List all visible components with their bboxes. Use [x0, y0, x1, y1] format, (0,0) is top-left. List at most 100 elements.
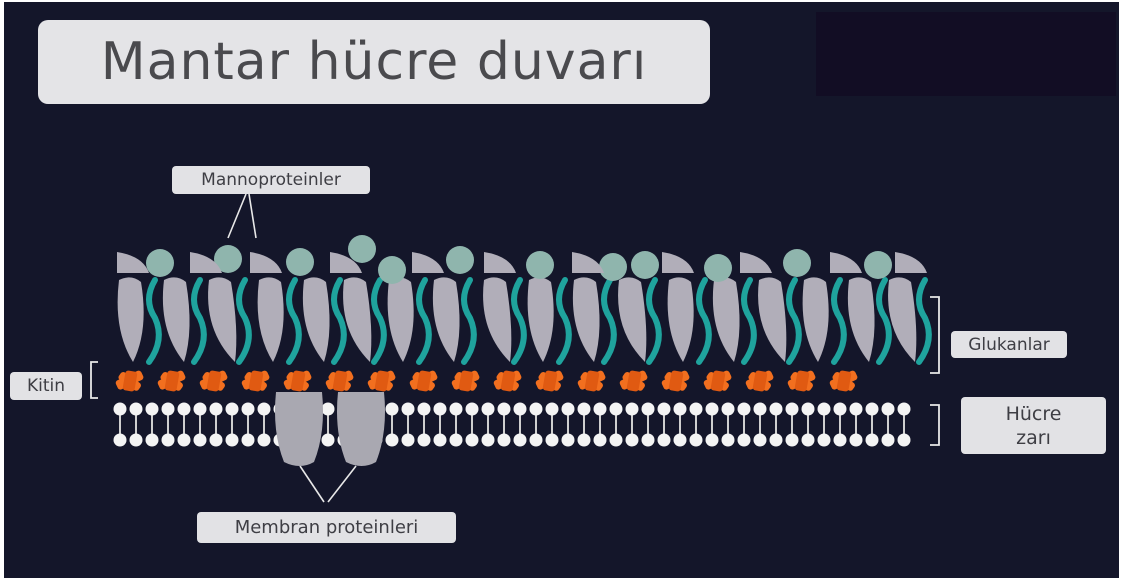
lipid-head — [434, 403, 447, 416]
lipid-head — [530, 403, 543, 416]
glucan-strand — [149, 280, 159, 362]
glucan-strand — [334, 280, 344, 362]
chitin-cluster — [829, 370, 859, 392]
lipid-head — [402, 403, 415, 416]
lipid-head — [578, 434, 591, 447]
lipid-head — [690, 434, 703, 447]
lipid-head — [770, 403, 783, 416]
lipid-head — [706, 434, 719, 447]
lipid-head — [386, 434, 399, 447]
chitin-cluster — [661, 370, 691, 392]
glucan-strand — [604, 280, 614, 362]
lipid-head — [498, 403, 511, 416]
lipid-head — [130, 434, 143, 447]
lipid-head — [594, 403, 607, 416]
membrane-proteins-label: Membran proteinleri — [197, 512, 456, 543]
mannoprotein-cap — [895, 252, 927, 273]
glucan-strand — [464, 280, 474, 362]
chitin-cluster — [199, 370, 229, 392]
glucan-strand — [194, 280, 204, 362]
lipid-head — [210, 403, 223, 416]
glucan-strand — [789, 280, 799, 362]
lipid-head — [850, 403, 863, 416]
glucan-leaf — [668, 277, 694, 362]
membrane-protein — [275, 392, 323, 466]
chitin-cluster — [535, 370, 565, 392]
lipid-head — [642, 434, 655, 447]
chitin-cluster — [451, 370, 481, 392]
lipid-head — [770, 434, 783, 447]
lipid-head — [866, 434, 879, 447]
mannoprotein-cap — [484, 252, 516, 273]
lipid-head — [114, 434, 127, 447]
lipid-head — [818, 434, 831, 447]
glucan-leaf — [388, 277, 414, 362]
glucan-leaf — [803, 277, 829, 362]
mannoprotein-cap — [662, 252, 694, 273]
lipid-head — [322, 403, 335, 416]
mannoprotein-sphere — [146, 249, 174, 277]
mannoprotein-sphere — [783, 249, 811, 277]
lipid-head — [898, 434, 911, 447]
lipid-head — [866, 403, 879, 416]
lipid-head — [882, 434, 895, 447]
glucan-strand — [514, 280, 524, 362]
lipid-head — [706, 403, 719, 416]
lipid-head — [146, 434, 159, 447]
chitin-cluster — [157, 370, 187, 392]
lipid-head — [594, 434, 607, 447]
cell-membrane-label-line1: Hücre — [1006, 402, 1062, 426]
glucans-label: Glukanlar — [951, 331, 1067, 358]
lipid-head — [754, 403, 767, 416]
lipid-head — [402, 434, 415, 447]
lipid-head — [738, 403, 751, 416]
lipid-head — [546, 434, 559, 447]
lipid-head — [466, 434, 479, 447]
lipid-head — [114, 403, 127, 416]
glucan-leaf — [758, 277, 786, 362]
lipid-head — [850, 434, 863, 447]
lipid-head — [210, 434, 223, 447]
glucan-strand — [559, 280, 569, 362]
chitin-bracket — [91, 362, 98, 398]
lipid-head — [498, 434, 511, 447]
mannoproteins-label: Mannoproteinler — [172, 166, 370, 194]
chitin-cluster — [787, 370, 817, 392]
lipid-head — [674, 434, 687, 447]
lipid-head — [738, 434, 751, 447]
lipid-head — [514, 434, 527, 447]
glucan-strand — [419, 280, 429, 362]
lipid-head — [786, 434, 799, 447]
lipid-head — [802, 434, 815, 447]
lipid-head — [194, 434, 207, 447]
mannoprotein-sphere — [378, 256, 406, 284]
chitin-cluster — [703, 370, 733, 392]
lipid-head — [482, 403, 495, 416]
lipid-head — [882, 403, 895, 416]
glucan-leaf — [573, 277, 600, 362]
lipid-head — [626, 434, 639, 447]
chitin-cluster — [409, 370, 439, 392]
lipid-head — [450, 403, 463, 416]
chitin-cluster — [367, 370, 397, 392]
mannoprotein-sphere — [446, 246, 474, 274]
lipid-head — [162, 434, 175, 447]
lipid-head — [642, 403, 655, 416]
lipid-head — [482, 434, 495, 447]
glucan-strand — [744, 280, 754, 362]
chitin-layer — [115, 370, 859, 392]
mannoprotein-cap — [117, 252, 149, 273]
mannoprotein-layer — [117, 235, 927, 284]
membrane-layer — [114, 403, 911, 447]
lipid-head — [450, 434, 463, 447]
mannoprotein-sphere — [704, 254, 732, 282]
mannoprotein-cap — [412, 252, 444, 273]
glucan-leaf — [848, 277, 875, 362]
lipid-head — [226, 434, 239, 447]
lipid-head — [658, 403, 671, 416]
mannoprotein-cap — [572, 252, 604, 273]
chitin-cluster — [241, 370, 271, 392]
glucan-leaf — [433, 277, 460, 362]
lipid-head — [434, 434, 447, 447]
